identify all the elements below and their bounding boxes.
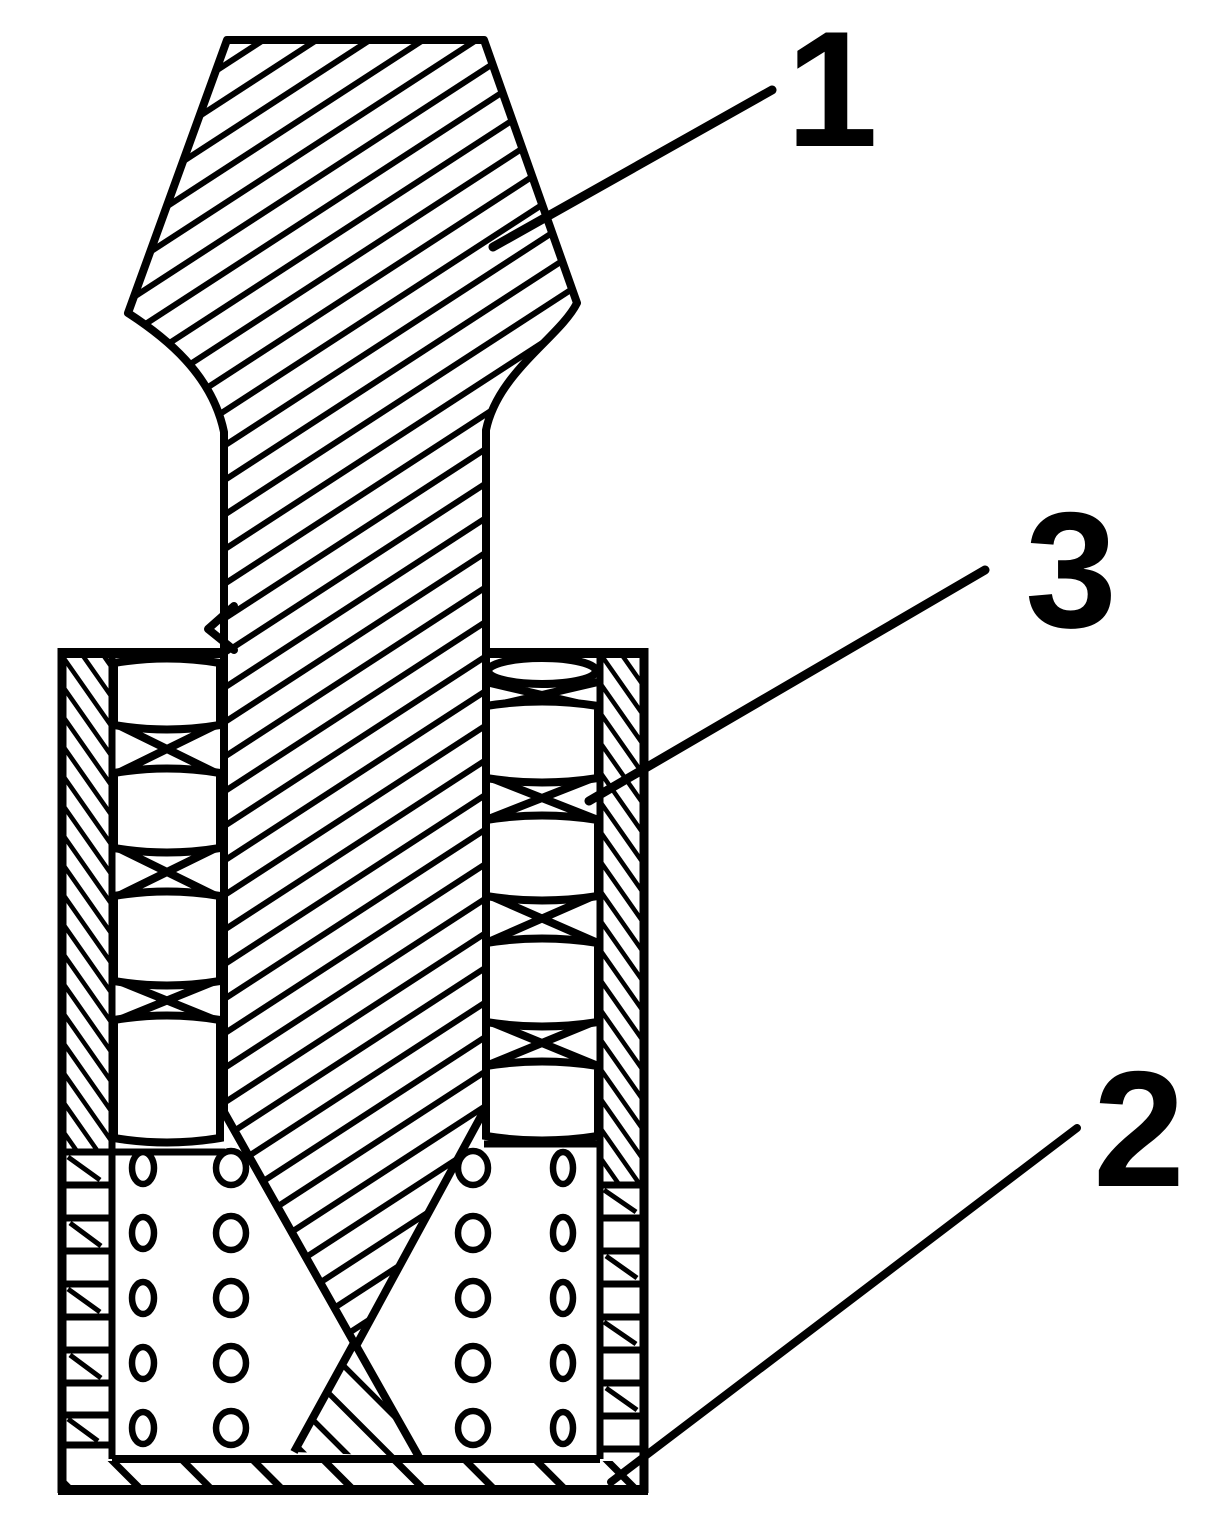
hole [212,1407,250,1449]
hole [549,1408,577,1448]
right-wall-hatch [600,652,641,1185]
hole [128,1278,158,1318]
hole [549,1278,577,1318]
leader-line-3 [584,565,990,806]
hole [549,1213,577,1253]
bottom-band-hatch [62,1461,642,1489]
rung-tick-marks [66,1154,639,1444]
leader-line-2 [607,1124,1081,1486]
spring-left [110,654,224,1147]
hole [128,1408,158,1448]
hole [128,1213,158,1253]
hole [454,1277,492,1319]
hole [454,1147,492,1189]
hole [128,1148,158,1188]
left-wall-rungs [62,1148,112,1449]
hole [549,1148,577,1188]
spring-left-crossings [112,719,222,1026]
hole [212,1212,250,1254]
hole [454,1407,492,1449]
part-label-1: 1 [786,0,878,181]
hole [212,1342,250,1384]
hole [549,1343,577,1383]
spring-left-coils [110,654,224,1147]
housing-outer-walls [57,648,649,1493]
hole [212,1277,250,1319]
perforated-strip-right [454,1147,577,1449]
housing-cross-section [57,648,649,1495]
spring-right-coils [482,697,602,1145]
plug-cross-section [124,36,581,1350]
right-wall-rungs [600,1181,644,1453]
part-label-2: 2 [1093,1037,1185,1221]
hole [454,1212,492,1254]
leader-line-1 [488,85,777,252]
perforated-strip-left [128,1147,250,1449]
left-wall-hatch [62,652,112,1152]
leader-lines [488,85,1081,1486]
hole [128,1343,158,1383]
spring-right [482,654,602,1145]
part-label-3: 3 [1025,478,1117,662]
hole [212,1147,250,1189]
spring-right-top-coil [484,654,600,688]
hole [454,1342,492,1384]
spring-right-crossings [484,678,600,1070]
stem-edge-notch [204,602,238,654]
seat-v-hatch [294,1346,419,1457]
